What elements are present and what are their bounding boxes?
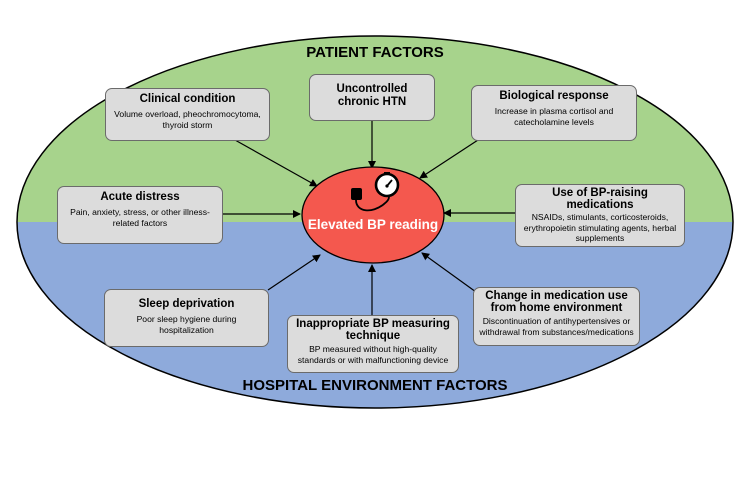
factor-uncontrolled-htn: Uncontrolled chronic HTN [309,74,435,121]
center-ellipse [301,166,445,264]
factor-detail: NSAIDs, stimulants, corticosteroids, ery… [523,212,677,243]
factor-acute-distress: Acute distress Pain, anxiety, stress, or… [57,186,223,244]
factor-biological-response: Biological response Increase in plasma c… [471,85,637,141]
factor-title: Acute distress [100,191,180,203]
hospital-environment-factors-title: HOSPITAL ENVIRONMENT FACTORS [242,377,508,394]
factor-sleep-deprivation: Sleep deprivation Poor sleep hygiene dur… [104,289,269,347]
center-label: Elevated BP reading [307,217,439,232]
factor-detail: Pain, anxiety, stress, or other illness-… [70,207,210,228]
factor-medication-change: Change in medication use from home envir… [473,287,640,346]
blood-pressure-gauge-icon [351,172,400,212]
factor-title: Inappropriate BP measuring technique [296,318,450,342]
factor-detail: Poor sleep hygiene during hospitalizatio… [136,314,237,335]
outer-ellipse [16,35,734,409]
patient-factors-title: PATIENT FACTORS [306,44,444,61]
factor-detail: BP measured without high-quality standar… [297,344,449,365]
arrow-sleep-deprivation [267,254,321,291]
factor-detail: Volume overload, pheochromocytoma, thyro… [114,109,261,130]
arrow-clinical-condition [234,139,318,187]
arrow-medication-change [421,252,477,293]
factor-title: Change in medication use from home envir… [485,290,628,314]
factor-clinical-condition: Clinical condition Volume overload, pheo… [105,88,270,141]
factor-title: Uncontrolled chronic HTN [336,83,408,108]
factor-inappropriate-bp-technique: Inappropriate BP measuring technique BP … [287,315,459,373]
factor-bp-raising-medications: Use of BP-raising medications NSAIDs, st… [515,184,685,247]
factor-title: Clinical condition [139,93,236,105]
factor-detail: Discontinuation of antihypertensives or … [479,316,634,337]
factor-title: Sleep deprivation [138,298,235,310]
arrow-biological-response [419,139,479,179]
factor-title: Biological response [499,90,609,102]
factor-detail: Increase in plasma cortisol and catechol… [494,106,614,127]
factor-title: Use of BP-raising medications [552,187,648,211]
